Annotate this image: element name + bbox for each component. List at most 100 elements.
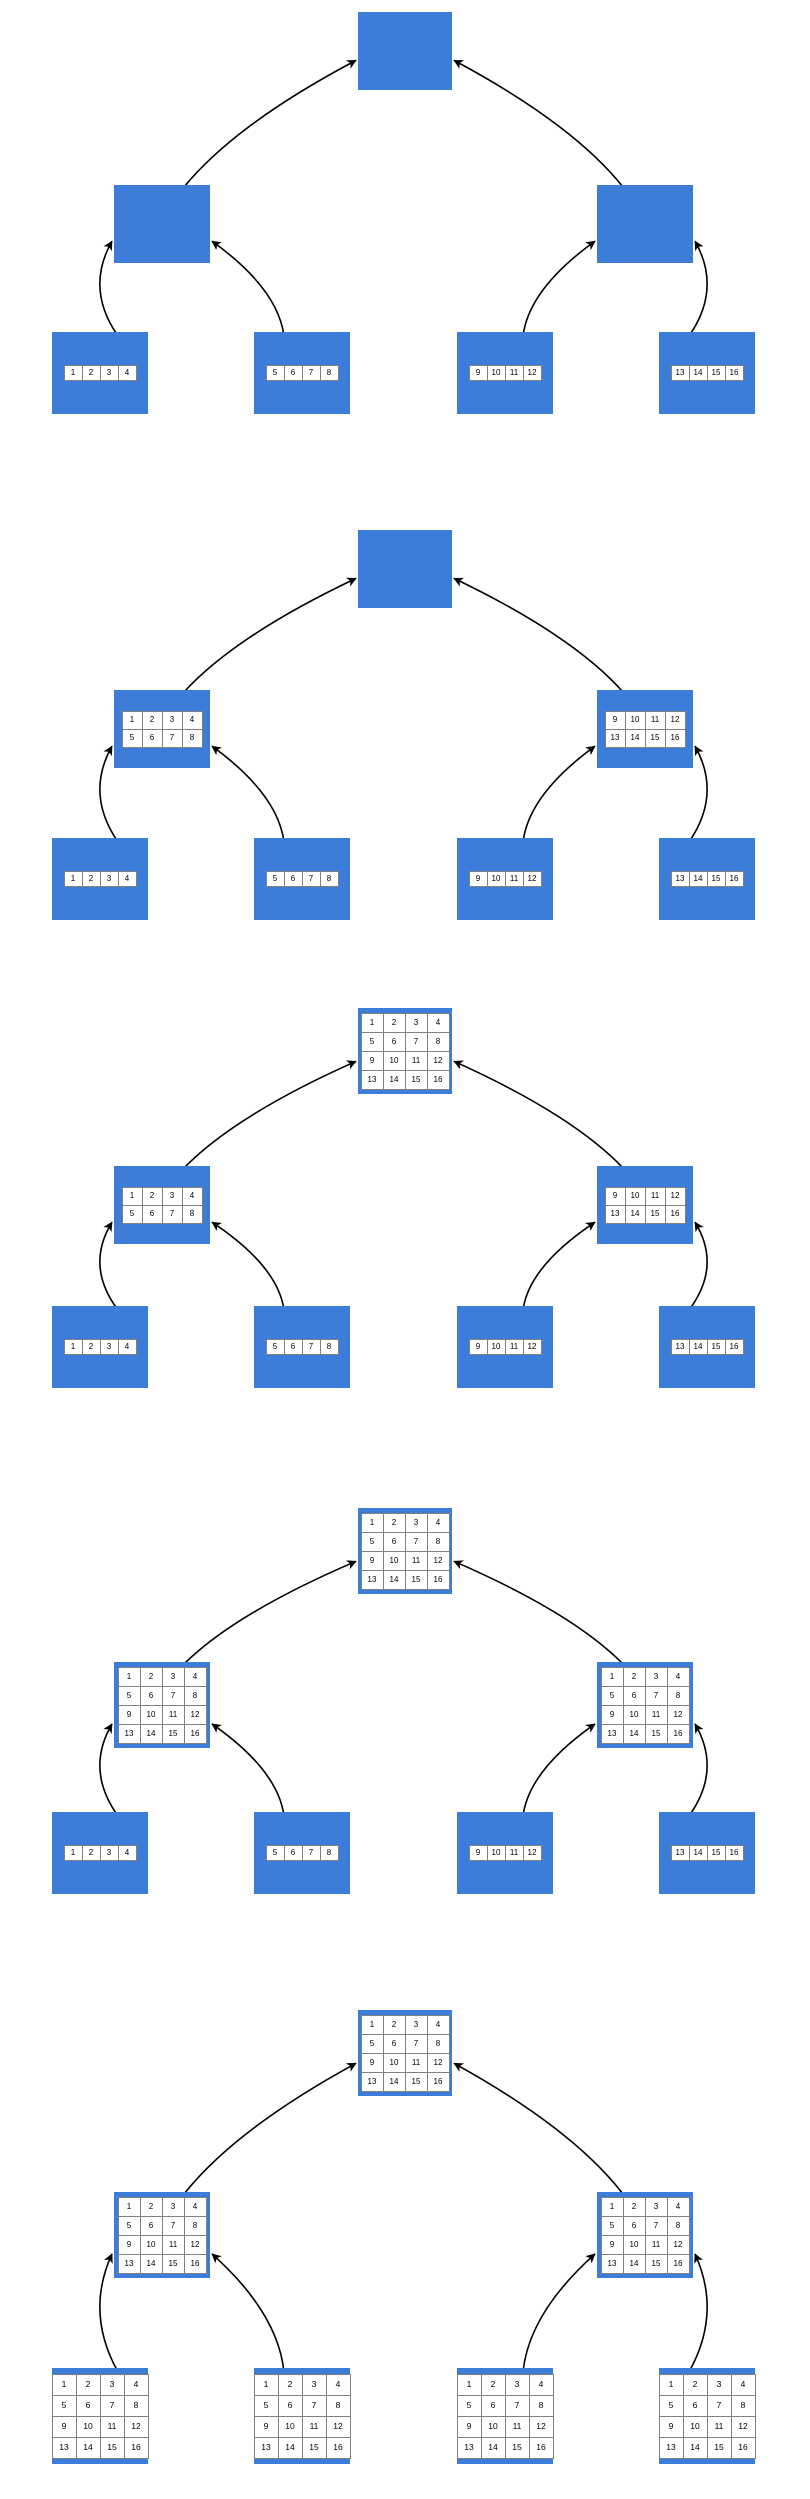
cell-r1-c3: 3 xyxy=(405,1013,428,1033)
cell-r2-c4: 16 xyxy=(665,1205,686,1224)
cell-r2-c3: 7 xyxy=(405,2034,428,2054)
mid-node-right[interactable] xyxy=(597,185,693,263)
cell-r3-c4: 12 xyxy=(427,2053,450,2073)
cell-r4-c3: 15 xyxy=(100,2437,125,2459)
cell-r2-c2: 6 xyxy=(481,2395,506,2417)
mid-node-left[interactable] xyxy=(114,185,210,263)
cell-r1-c1: 1 xyxy=(457,2374,482,2396)
cell-r1-c4: 12 xyxy=(665,711,686,730)
cell-r4-c2: 14 xyxy=(140,1724,163,1744)
cell-r2-c3: 7 xyxy=(162,2216,185,2236)
cell-r1-c4: 4 xyxy=(184,2197,207,2217)
cell-r2-c2: 6 xyxy=(142,1205,163,1224)
cell-r3-c2: 10 xyxy=(140,1705,163,1725)
cell-r2-c2: 14 xyxy=(625,729,646,748)
cell-r2-c3: 7 xyxy=(162,1205,183,1224)
cell-r1-c1: 1 xyxy=(64,1340,83,1355)
cell-r2-c1: 5 xyxy=(118,2216,141,2236)
cell-r1-c1: 5 xyxy=(266,1846,285,1861)
cell-r3-c3: 11 xyxy=(100,2416,125,2438)
root-node[interactable] xyxy=(358,530,452,608)
cell-r4-c4: 16 xyxy=(184,1724,207,1744)
cell-r1-c1: 13 xyxy=(671,1340,690,1355)
cell-r1-c1: 1 xyxy=(122,711,143,730)
cell-r2-c1: 5 xyxy=(118,1686,141,1706)
cell-r3-c4: 12 xyxy=(427,1051,450,1071)
cell-r1-c3: 3 xyxy=(505,2374,530,2396)
root-node[interactable] xyxy=(358,12,452,90)
cell-r2-c1: 13 xyxy=(605,1205,626,1224)
cell-r1-c3: 15 xyxy=(707,1340,726,1355)
cell-r1-c1: 9 xyxy=(605,711,626,730)
cell-r3-c4: 12 xyxy=(326,2416,351,2438)
cell-r2-c4: 8 xyxy=(124,2395,149,2417)
cell-r1-c3: 11 xyxy=(505,1340,524,1355)
cell-r1-c4: 8 xyxy=(320,366,339,381)
cell-r2-c3: 7 xyxy=(707,2395,732,2417)
cell-r4-c2: 14 xyxy=(683,2437,708,2459)
cell-r2-c2: 6 xyxy=(140,1686,163,1706)
cell-r1-c2: 2 xyxy=(140,1667,163,1687)
cell-r2-c1: 5 xyxy=(659,2395,684,2417)
cell-r2-c2: 6 xyxy=(142,729,163,748)
flow-arrow xyxy=(183,59,357,188)
cell-r3-c3: 11 xyxy=(162,2235,185,2255)
cell-r1-c4: 8 xyxy=(320,1340,339,1355)
cell-r1-c3: 11 xyxy=(505,366,524,381)
cell-r2-c3: 7 xyxy=(645,1686,668,1706)
cell-r1-c1: 1 xyxy=(361,1013,384,1033)
cell-r2-c1: 5 xyxy=(254,2395,279,2417)
cell-r1-c2: 2 xyxy=(140,2197,163,2217)
flow-arrow xyxy=(522,2253,596,2373)
flow-arrow xyxy=(522,240,596,337)
cell-r1-c2: 2 xyxy=(383,1513,406,1533)
cell-r3-c2: 10 xyxy=(623,2235,646,2255)
cell-r4-c3: 15 xyxy=(405,1070,428,1090)
cell-r1-c1: 1 xyxy=(64,366,83,381)
cell-r1-c1: 5 xyxy=(266,1340,285,1355)
cell-r1-c3: 11 xyxy=(645,711,666,730)
cell-r1-c3: 7 xyxy=(302,1340,321,1355)
cell-r4-c3: 15 xyxy=(707,2437,732,2459)
cell-r1-c4: 12 xyxy=(523,1340,542,1355)
